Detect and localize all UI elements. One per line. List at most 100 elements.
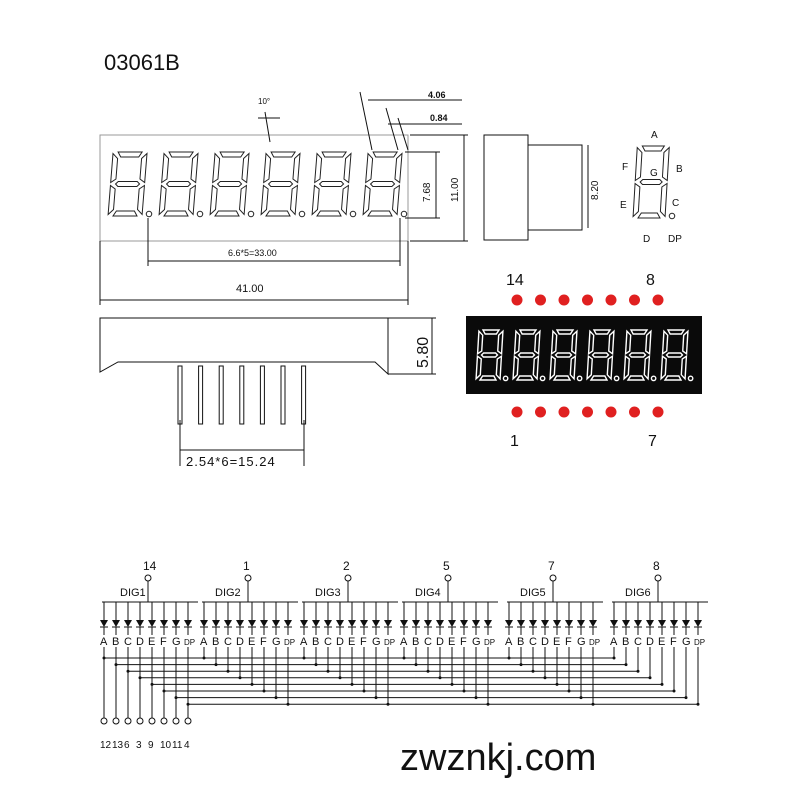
segment-digit (362, 151, 408, 218)
segment-pin (172, 717, 180, 725)
digit-name: DIG5 (520, 587, 546, 599)
segment-pin-number: 9 (148, 740, 154, 751)
segment (641, 145, 666, 152)
segment (478, 375, 498, 381)
segment (552, 375, 572, 381)
led-diode (260, 620, 268, 627)
segment-label: E (148, 636, 155, 648)
segment (369, 181, 396, 187)
segment (569, 354, 577, 381)
front-digits (107, 151, 408, 218)
segment-pin (148, 717, 156, 725)
front-view: 10° 4.06 0.84 7.68 11.00 6.6*5=33.00 41.… (99, 90, 468, 305)
dim-top-ext1 (359, 91, 373, 151)
segment-digit (632, 145, 676, 220)
digit-pin-number: 8 (653, 559, 660, 573)
segment-pin (124, 717, 132, 725)
segment-label: A (610, 636, 618, 648)
segment (114, 181, 141, 187)
segment-label: C (124, 636, 132, 648)
segment-label: DP (484, 638, 495, 647)
led-diode (553, 620, 561, 627)
decimal-point (196, 210, 204, 218)
pinout-dots-bottom (511, 406, 664, 418)
segment-pin (184, 717, 192, 725)
legend-label-e: E (620, 200, 627, 211)
pin-lead (218, 365, 224, 425)
dim-8-20-label: 8.20 (590, 180, 601, 200)
segment-pin (160, 717, 168, 725)
segment (549, 354, 556, 381)
angle-label: 10° (258, 97, 270, 106)
pin-dot (629, 406, 640, 418)
dim-7-68-label: 7.68 (422, 182, 433, 202)
decimal-point (576, 375, 583, 382)
legend-label-f: F (622, 162, 628, 173)
watermark: zwznkj.com (400, 737, 596, 779)
segment (219, 151, 246, 158)
dim-33-label: 6.6*5=33.00 (228, 248, 277, 258)
profile-pins (177, 365, 307, 425)
part-number-title: 03061B (104, 50, 180, 75)
dim-15-24-label: 2.54*6=15.24 (186, 454, 276, 469)
pinout-label-8: 8 (646, 272, 655, 289)
led-diode (622, 620, 630, 627)
segment (592, 329, 612, 335)
segment-digit (623, 329, 657, 382)
segment-label: G (272, 636, 281, 648)
segment-label: D (236, 636, 244, 648)
segment (265, 210, 291, 217)
segment (212, 152, 221, 184)
led-diode (348, 620, 356, 627)
segment (314, 152, 323, 184)
legend-digit (632, 145, 676, 220)
segment (367, 210, 393, 217)
segment-label: DP (694, 638, 705, 647)
led-diode (484, 620, 492, 627)
segment (637, 212, 661, 219)
segment (343, 152, 352, 184)
segment-label: G (577, 636, 586, 648)
led-diode (424, 620, 432, 627)
segment (316, 210, 342, 217)
led-diode (160, 620, 168, 627)
led-diode (589, 620, 597, 627)
segment (661, 146, 670, 182)
segment-digit (209, 151, 255, 218)
led-diode (124, 620, 132, 627)
pin-lead (280, 365, 286, 425)
common-pin (444, 574, 452, 582)
segment (107, 184, 116, 216)
segment (571, 329, 578, 356)
segment (660, 354, 667, 381)
common-pin (654, 574, 662, 582)
segment-label: G (372, 636, 381, 648)
segment-label: C (324, 636, 332, 648)
segment-label: C (424, 636, 432, 648)
pin-dot (535, 294, 546, 306)
segment (497, 329, 504, 356)
digit-pin-number: 1 (243, 559, 250, 573)
decimal-point (247, 210, 255, 218)
led-diode (136, 620, 144, 627)
segment (680, 354, 688, 381)
segment (270, 151, 297, 158)
profile-view: 5.80 2.54*6=15.24 (99, 317, 436, 469)
segment-pin-number: 11 (172, 740, 183, 751)
segment (626, 375, 646, 381)
led-diode (236, 620, 244, 627)
dim-11-00-label: 11.00 (450, 177, 461, 202)
segment (591, 352, 610, 358)
led-diode (436, 620, 444, 627)
pin-dot (535, 406, 546, 418)
segment (394, 152, 403, 184)
segment (666, 329, 686, 335)
led-diode (112, 620, 120, 627)
led-diode (400, 620, 408, 627)
led-diode (517, 620, 525, 627)
digit-pin-number: 5 (443, 559, 450, 573)
segment-label: D (436, 636, 444, 648)
digit-name: DIG4 (415, 587, 441, 599)
segment-digit (311, 151, 357, 218)
